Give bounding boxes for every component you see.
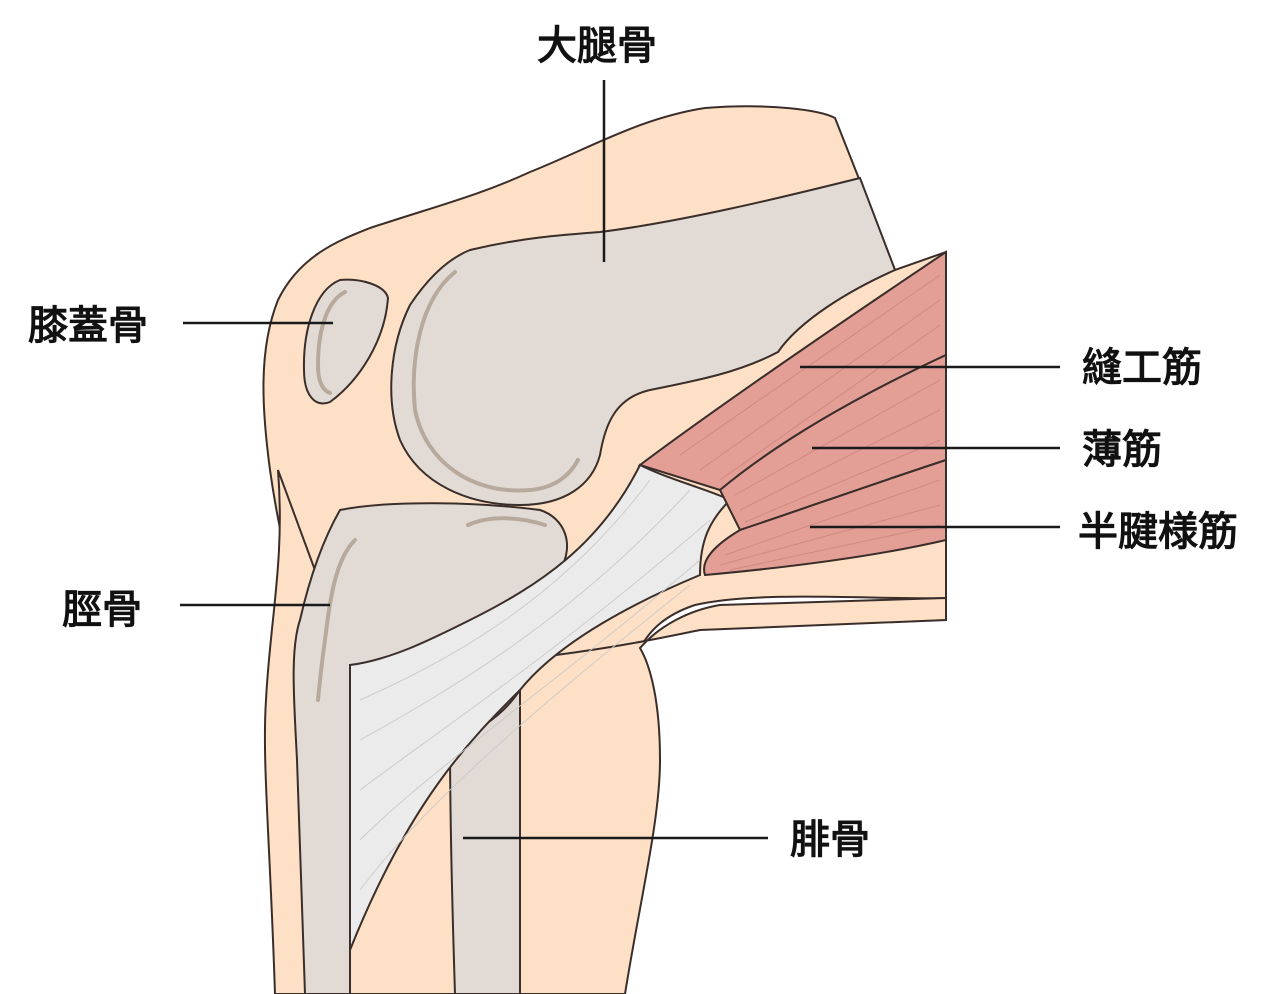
label-femur: 大腿骨 [537,23,657,69]
label-fibula: 腓骨 [790,817,870,863]
label-tibia: 脛骨 [62,587,142,633]
tendon-band [349,463,732,951]
label-semitendinosus: 半腱様筋 [1078,509,1238,555]
muscle-semitendinosus [703,458,947,577]
label-patella: 膝蓋骨 [28,303,148,349]
femur-bone [390,176,897,507]
muscle-fibers [679,274,941,571]
label-sartorius: 縫工筋 [1082,345,1202,391]
tibia-plateau-line [466,516,547,527]
patella-bone [302,278,390,405]
tendon-fibers [359,479,711,891]
patella-inner-line [315,290,347,395]
lower-leg-skin [263,469,947,994]
label-gracilis: 薄筋 [1082,427,1162,473]
tibia-inner-line [316,538,357,702]
femur-condyle-line [411,270,580,493]
leader-lines [180,80,1060,840]
